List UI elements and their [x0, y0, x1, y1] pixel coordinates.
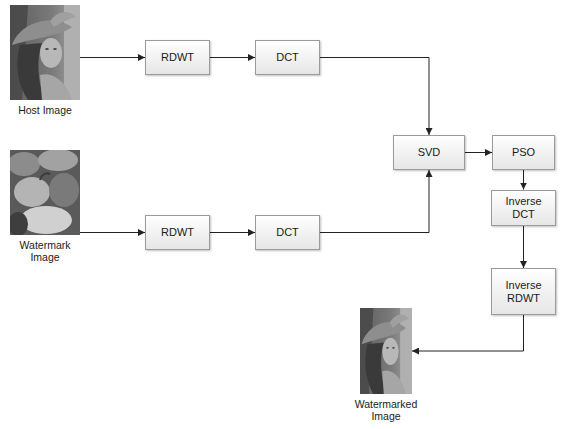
flow-arrow — [210, 232, 255, 233]
process-box: RDWT — [145, 215, 210, 250]
process-box: DCT — [255, 40, 320, 75]
process-box: SVD — [393, 135, 465, 170]
process-box: PSO — [492, 135, 555, 170]
watermarked-photo — [360, 308, 412, 394]
process-box: Inverse DCT — [491, 190, 556, 226]
image-caption: Host Image — [5, 104, 85, 116]
image-caption: Watermarked Image — [346, 398, 426, 422]
flow-arrow — [523, 226, 524, 269]
box-label: DCT — [276, 51, 299, 64]
box-label: Inverse DCT — [495, 195, 552, 221]
box-label: RDWT — [161, 226, 194, 239]
flow-arrow — [320, 170, 429, 233]
host-photo — [10, 5, 80, 100]
image-caption: Watermark Image — [5, 239, 85, 263]
box-label: Inverse RDWT — [495, 279, 552, 305]
flow-arrow — [80, 57, 145, 58]
flow-arrow — [465, 152, 492, 153]
process-box: Inverse RDWT — [491, 268, 556, 315]
box-label: RDWT — [161, 51, 194, 64]
flow-arrow — [210, 57, 255, 58]
watermark-photo — [8, 149, 80, 236]
image-node: Watermark Image — [10, 150, 80, 235]
box-label: SVD — [418, 146, 441, 159]
image-node: Host Image — [10, 5, 80, 100]
process-box: RDWT — [145, 40, 210, 75]
flow-arrow — [320, 58, 429, 136]
process-box: DCT — [255, 215, 320, 250]
box-label: DCT — [276, 226, 299, 239]
flow-arrow — [80, 232, 145, 233]
flow-arrow — [523, 170, 524, 190]
box-label: PSO — [512, 146, 535, 159]
flow-arrow — [412, 315, 524, 351]
image-node: Watermarked Image — [360, 308, 412, 394]
